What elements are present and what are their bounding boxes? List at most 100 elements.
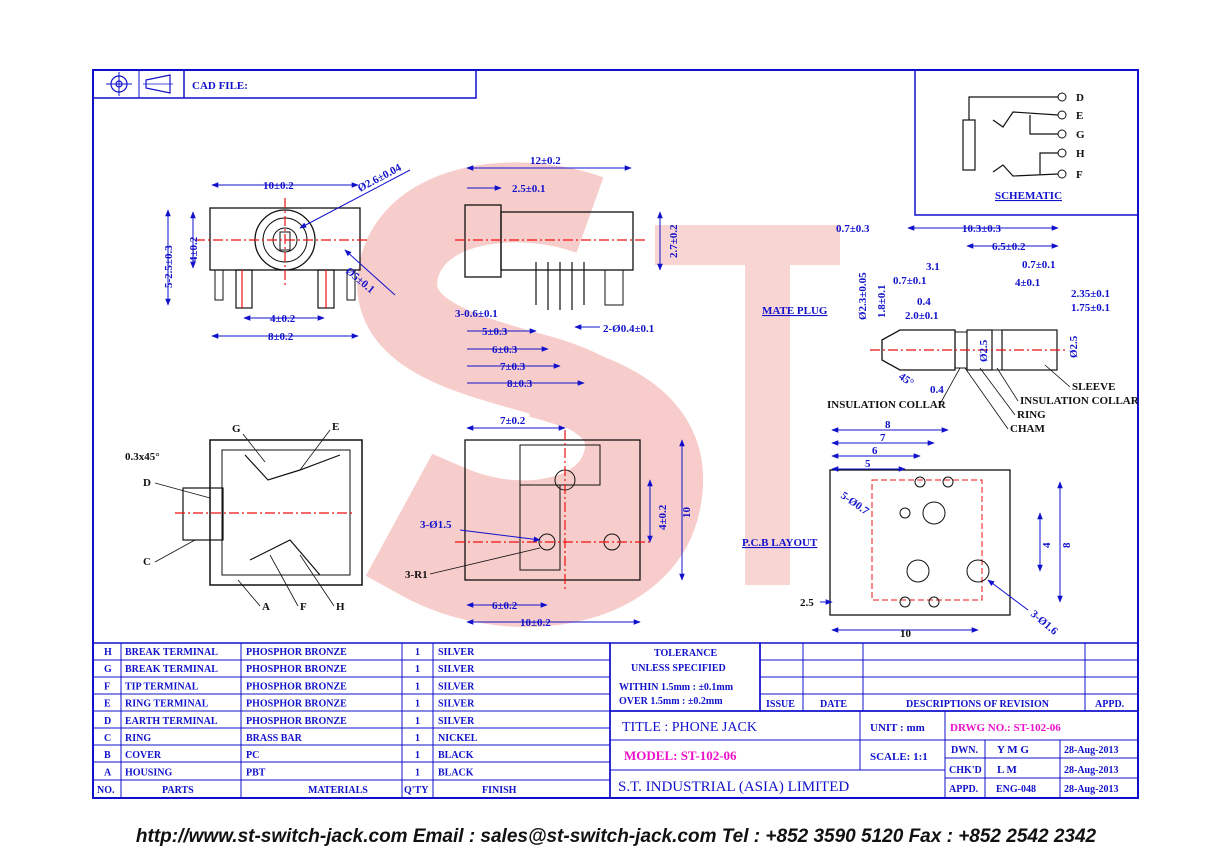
internal-label-f: F (300, 601, 307, 613)
top-dim-radius: 3-R1 (405, 569, 428, 581)
bom-row-finish: SILVER (438, 664, 475, 675)
tolerance-line2: UNLESS SPECIFIED (631, 663, 726, 674)
mate-plug-title: MATE PLUG (762, 305, 828, 317)
internal-label-chamfer: 0.3x45° (125, 451, 160, 463)
side-view: 12±0.2 2.5±0.1 2.7±0.2 3-0.6±0.1 5±0.3 2… (455, 155, 680, 390)
appd-date: 28-Aug-2013 (1064, 784, 1118, 795)
bom-row-id: G (104, 664, 112, 675)
cad-file-label: CAD FILE: (192, 80, 248, 92)
tolerance-line1: TOLERANCE (654, 648, 717, 659)
bom-row-qty: 1 (415, 681, 420, 692)
tolerance-over: OVER 1.5mm : ±0.2mm (619, 696, 723, 707)
top-dim-6: 6±0.2 (492, 600, 518, 612)
plug-dim-6: 4±0.1 (1015, 277, 1040, 289)
bom-row-id: A (104, 767, 112, 778)
bom-row-qty: 1 (415, 716, 420, 727)
bom-row-part: TIP TERMINAL (125, 681, 199, 692)
bom-row-id: E (104, 699, 111, 710)
plug-label-ring: RING (1017, 409, 1046, 421)
bom-row-id: C (104, 733, 111, 744)
projection-symbol-icon (106, 72, 173, 96)
title-text: TITLE : PHONE JACK (622, 720, 757, 735)
unit-text: UNIT : mm (870, 722, 925, 734)
bom-row-qty: 1 (415, 664, 420, 675)
front-dim-width: 10±0.2 (263, 180, 294, 192)
bom-row-material: PHOSPHOR BRONZE (246, 716, 347, 727)
plug-label-insulation-collar-left: INSULATION COLLAR (827, 399, 947, 411)
top-dim-10-width: 10±0.2 (520, 617, 551, 629)
chkd-date: 28-Aug-2013 (1064, 765, 1118, 776)
plug-dim-7: Ø2.3±0.05 (857, 272, 869, 320)
top-dim-holes: 3-Ø1.5 (420, 519, 452, 531)
title-block: TITLE : PHONE JACK UNIT : mm DRWG NO.: S… (609, 710, 1139, 799)
pcb-dim-8: 8 (885, 419, 891, 431)
pcb-dim-4: 4 (1041, 542, 1053, 548)
bom-row-finish: SILVER (438, 647, 475, 658)
dwn-value: Y M G (997, 744, 1029, 756)
pcb-layout: P.C.B LAYOUT 8 7 6 5 5-Ø0.7 4 8 2.5 10 3… (742, 419, 1073, 640)
plug-dim-1: 10.3±0.3 (962, 223, 1002, 235)
bom-header-materials: MATERIALS (308, 785, 368, 796)
plug-dim-10: 2.0±0.1 (905, 310, 939, 322)
pcb-dim-large-holes: 3-Ø1.6 (1028, 608, 1060, 638)
plug-dim-15: 45° (896, 371, 916, 390)
bom-row-finish: BLACK (438, 767, 474, 778)
plug-dim-12: 1.75±0.1 (1071, 302, 1110, 314)
front-dim-bore: Ø2.6±0.04 (356, 161, 404, 194)
schematic: D E G H F SCHEMATIC (914, 69, 1139, 216)
plug-dim-3: 6.5±0.2 (992, 241, 1026, 253)
side-dim-length: 12±0.2 (530, 155, 561, 167)
appd-label: APPD. (949, 784, 979, 795)
top-dim-7: 7±0.2 (500, 415, 526, 427)
side-dim-8: 8±0.3 (507, 378, 533, 390)
plug-dim-2: 3.1 (926, 261, 940, 273)
drawing-number: DRWG NO.: ST-102-06 (950, 722, 1061, 734)
tolerance-block: TOLERANCE UNLESS SPECIFIED WITHIN 1.5mm … (609, 642, 761, 712)
pcb-dim-8v: 8 (1061, 542, 1073, 548)
pin-label-e: E (1076, 110, 1083, 122)
bom-row-part: COVER (125, 750, 162, 761)
internal-label-e: E (332, 421, 339, 433)
internal-label-a: A (262, 601, 270, 613)
plug-dim-0: 0.7±0.3 (836, 223, 870, 235)
pcb-layout-title: P.C.B LAYOUT (742, 537, 818, 549)
bom-row-material: PBT (246, 767, 266, 778)
bom-row-part: EARTH TERMINAL (125, 716, 218, 727)
bom-header-no: NO. (97, 785, 115, 796)
scale-text: SCALE: 1:1 (870, 751, 928, 763)
plug-dim-5: 0.7±0.1 (1022, 259, 1056, 271)
bom-row-id: B (104, 750, 111, 761)
plug-dim-16: 0.4 (930, 384, 944, 396)
pcb-dim-5: 5 (865, 458, 871, 470)
bom-row-finish: SILVER (438, 699, 475, 710)
internal-view: G E 0.3x45° D C A F H (125, 421, 363, 613)
side-dim-pin-dia: 2-Ø0.4±0.1 (603, 323, 654, 335)
front-dim-span: 8±0.2 (268, 331, 294, 343)
side-dim-flange: 2.5±0.1 (512, 183, 546, 195)
plug-label-sleeve: SLEEVE (1072, 381, 1115, 393)
side-dim-7: 7±0.3 (500, 361, 526, 373)
bom-header-finish: FINISH (482, 785, 517, 796)
bom-row-id: H (104, 647, 112, 658)
bom-row-finish: SILVER (438, 681, 475, 692)
bom-row-material: PHOSPHOR BRONZE (246, 647, 347, 658)
bom-row-qty: 1 (415, 647, 420, 658)
top-dim-10: 10 (681, 507, 693, 519)
st-watermark (357, 162, 840, 627)
schematic-title: SCHEMATIC (995, 190, 1062, 202)
tolerance-within: WITHIN 1.5mm : ±0.1mm (619, 682, 734, 693)
front-dim-height: 5-2.5±0.3 (163, 245, 175, 288)
pcb-dim-small-holes: 5-Ø0.7 (838, 490, 871, 518)
bom-row-part: HOUSING (125, 767, 172, 778)
mate-plug: MATE PLUG 0.7±0.3 10.3±0.3 3.1 6.5±0.2 0… (762, 223, 1140, 435)
revision-desc-header: DESCRIPTIONS OF REVISION (906, 699, 1050, 710)
dwn-date: 28-Aug-2013 (1064, 745, 1118, 756)
pin-label-g: G (1076, 129, 1085, 141)
bom-header-qty: Q'TY (404, 785, 429, 796)
plug-dim-14: Ø2.5 (1068, 335, 1080, 358)
bom-row-finish: BLACK (438, 750, 474, 761)
side-dim-offset: 2.7±0.2 (668, 224, 680, 258)
company-name: S.T. INDUSTRIAL (ASIA) LIMITED (618, 779, 849, 795)
bom-row-material: PHOSPHOR BRONZE (246, 681, 347, 692)
